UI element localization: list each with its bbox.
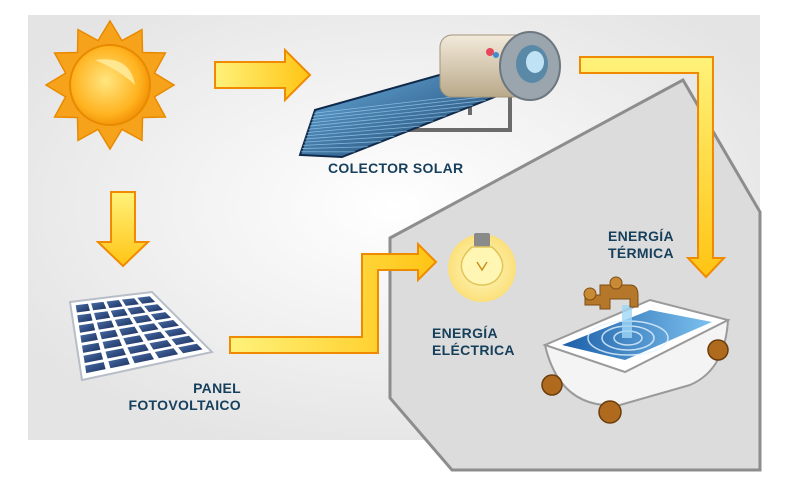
pv-cell — [77, 313, 93, 323]
arrow-collector-to-bath — [579, 56, 727, 279]
collector-tube — [302, 146, 369, 149]
pv-cell — [91, 301, 107, 311]
sun-icon — [44, 19, 176, 151]
thermal-energy-label-line2: TÉRMICA — [608, 245, 674, 261]
pv-cell — [149, 340, 172, 350]
pv-cell — [127, 344, 149, 354]
collector-tube — [304, 136, 395, 143]
pv-cell — [164, 327, 187, 337]
pv-cell — [121, 298, 139, 306]
pv-cell — [123, 335, 144, 345]
pv-cell — [110, 308, 128, 318]
pv-panel-label: PANEL FOTOVOLTAICO — [113, 380, 241, 414]
pv-cell — [171, 335, 195, 346]
collector-tube — [308, 115, 447, 130]
electric-energy-label-line1: ENERGÍA — [432, 325, 498, 341]
pv-panel-label-line2: FOTOVOLTAICO — [128, 397, 241, 413]
collector-label: COLECTOR SOLAR — [328, 160, 464, 176]
collector-tube — [306, 125, 421, 137]
pv-cell — [143, 331, 166, 341]
pv-cell — [138, 323, 159, 333]
pv-cell — [80, 332, 98, 343]
electric-energy-label: ENERGÍA ELÉCTRICA — [432, 325, 515, 359]
pv-cell — [106, 300, 123, 309]
pv-cell — [94, 311, 111, 320]
thermal-energy-label: ENERGÍA TÉRMICA — [608, 228, 674, 262]
arrow-sun-to-panel — [95, 191, 151, 268]
pv-cell — [108, 357, 130, 369]
pv-cell — [157, 320, 179, 329]
pv-cell — [132, 314, 152, 324]
solar-collector-icon — [298, 31, 561, 159]
collector-tube — [310, 105, 473, 124]
pv-cell — [102, 339, 122, 349]
collector-tube — [305, 130, 408, 140]
arrow-sun-to-collector — [214, 47, 312, 103]
pv-cell — [144, 304, 164, 312]
pv-cell — [82, 342, 101, 353]
photovoltaic-panel-icon — [68, 290, 215, 382]
pv-cell — [83, 352, 103, 363]
collector-tube — [311, 100, 486, 121]
pv-cell — [119, 326, 139, 336]
pv-cell — [114, 317, 134, 327]
pv-panel-label-line1: PANEL — [193, 380, 241, 396]
pv-cell — [105, 348, 126, 359]
pv-cell — [154, 348, 179, 359]
pv-cell — [150, 312, 171, 321]
electric-energy-label-line2: ELÉCTRICA — [432, 342, 515, 358]
pv-cell — [137, 296, 156, 304]
bathtub-icon — [541, 276, 731, 424]
pv-cell — [78, 323, 96, 333]
collector-tube — [309, 110, 460, 127]
pv-cell — [96, 320, 115, 330]
pv-cell — [99, 329, 118, 340]
pv-cell — [178, 343, 203, 354]
light-bulb-icon — [448, 233, 516, 302]
pv-cell — [75, 303, 90, 313]
collector-tube — [312, 94, 499, 117]
thermal-energy-label-line1: ENERGÍA — [608, 228, 674, 244]
pv-cell — [85, 362, 106, 374]
collector-tube — [303, 141, 382, 146]
arrow-panel-to-bulb — [229, 241, 438, 354]
pv-cell — [131, 352, 154, 364]
pv-cell — [127, 306, 146, 315]
collector-tube — [307, 120, 434, 133]
